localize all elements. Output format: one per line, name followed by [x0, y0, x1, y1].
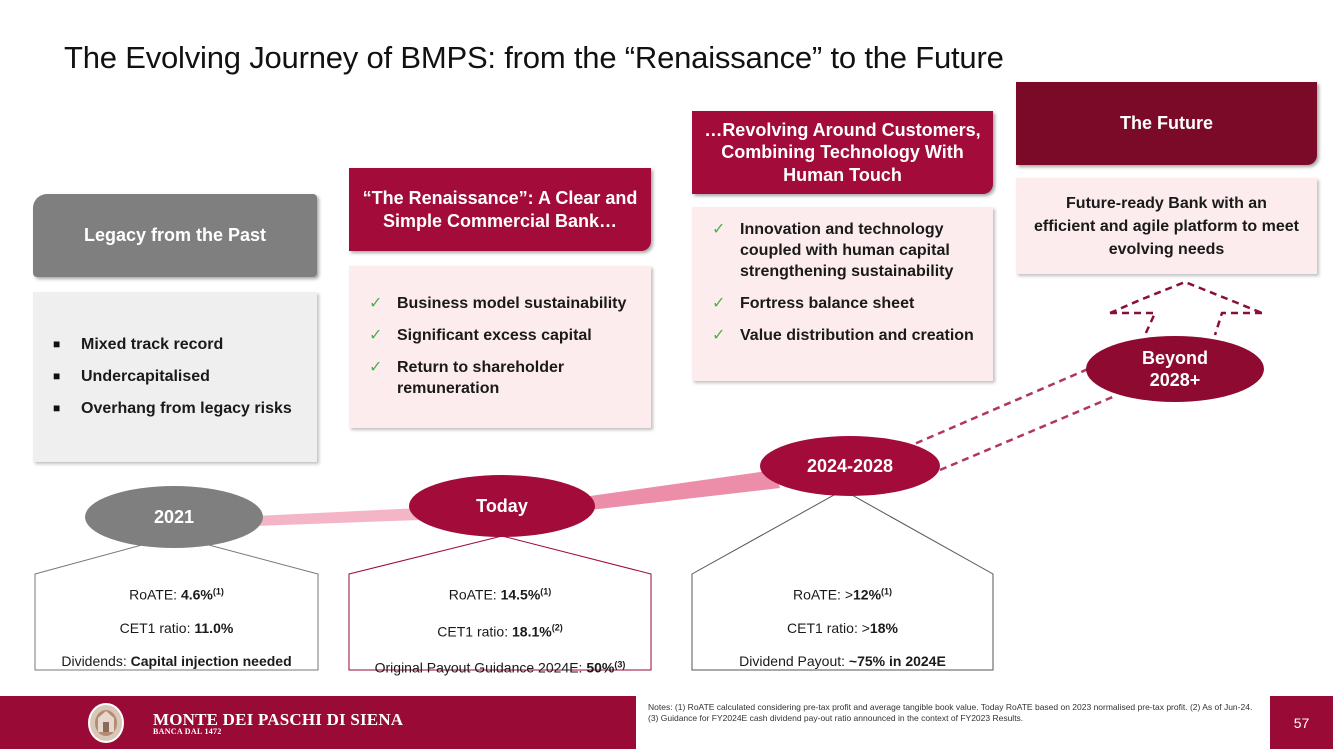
revolving-box: ✓Innovation and technology coupled with …: [692, 207, 993, 381]
metrics-2024-2028: RoATE: >12%(1) CET1 ratio: >18% Dividend…: [692, 582, 993, 670]
future-box: Future-ready Bank with an efficient and …: [1016, 178, 1317, 274]
square-bullet-icon: ■: [53, 337, 61, 351]
renaissance-header: “The Renaissance”: A Clear and Simple Co…: [349, 168, 651, 251]
renaissance-box: ✓Business model sustainability ✓Signific…: [349, 266, 651, 428]
cet1-line: CET1 ratio: 11.0%: [119, 619, 234, 636]
dividend-line: Dividend Payout: ~75% in 2024E: [739, 652, 946, 669]
dividend-line: Original Payout Guidance 2024E: 50%(3): [374, 659, 626, 676]
list-item: ■Overhang from legacy risks: [53, 400, 292, 417]
dashed-connector: [939, 394, 1116, 472]
roate-line: RoATE: >12%(1): [792, 586, 893, 603]
metric-box-outline: [348, 535, 652, 671]
list-item: ✓Fortress balance sheet: [712, 295, 915, 312]
check-icon: ✓: [712, 295, 726, 312]
bank-seal-icon: [88, 703, 124, 743]
metrics-2021: RoATE: 4.6%(1) CET1 ratio: 11.0% Dividen…: [35, 582, 318, 670]
dashed-arrow: [1213, 311, 1262, 336]
roate-line: RoATE: 4.6%(1): [129, 586, 224, 603]
list-item: ✓Innovation and technology coupled with …: [712, 221, 954, 280]
revolving-header: …Revolving Around Customers, Combining T…: [692, 111, 993, 194]
milestone-2024-2028: 2024-2028: [760, 436, 940, 496]
dividend-line: Dividends: Capital injection needed: [61, 652, 292, 669]
cet1-line: CET1 ratio: >18%: [787, 619, 898, 636]
milestone-2021: 2021: [85, 486, 263, 548]
legacy-list: ■Mixed track record ■Undercapitalised ■O…: [41, 334, 309, 419]
legacy-box: ■Mixed track record ■Undercapitalised ■O…: [33, 292, 317, 462]
check-icon: ✓: [369, 295, 383, 312]
page-title: The Evolving Journey of BMPS: from the “…: [64, 40, 1004, 75]
timeline-path-segment: [590, 470, 780, 510]
check-icon: ✓: [712, 221, 726, 238]
dashed-connector: [904, 364, 1096, 450]
metric-box-outline: [691, 489, 994, 671]
footnotes: Notes: (1) RoATE calculated considering …: [648, 702, 1253, 723]
list-item: ■Undercapitalised: [53, 368, 210, 385]
renaissance-list: ✓Business model sustainability ✓Signific…: [357, 293, 643, 399]
list-item: ✓Return to shareholder remuneration: [369, 359, 565, 397]
square-bullet-icon: ■: [53, 401, 61, 415]
metrics-today: RoATE: 14.5%(1) CET1 ratio: 18.1%(2) Ori…: [349, 582, 651, 677]
dashed-arrow: [1110, 311, 1157, 336]
cet1-line: CET1 ratio: 18.1%(2): [437, 622, 563, 640]
check-icon: ✓: [369, 359, 383, 376]
revolving-list: ✓Innovation and technology coupled with …: [700, 219, 985, 346]
milestone-beyond: Beyond 2028+: [1086, 336, 1264, 402]
future-header: The Future: [1016, 82, 1317, 165]
check-icon: ✓: [369, 327, 383, 344]
square-bullet-icon: ■: [53, 369, 61, 383]
brand-subtitle: BANCA DAL 1472: [153, 727, 222, 736]
brand-name: MONTE DEI PASCHI DI SIENA: [153, 710, 404, 729]
timeline-path-segment: [255, 508, 420, 526]
list-item: ✓Business model sustainability: [369, 295, 627, 312]
legacy-header: Legacy from the Past: [33, 194, 317, 277]
list-item: ✓Significant excess capital: [369, 327, 592, 344]
milestone-today: Today: [409, 475, 595, 537]
list-item: ■Mixed track record: [53, 336, 224, 353]
roate-line: RoATE: 14.5%(1): [448, 586, 552, 603]
page-number: 57: [1270, 696, 1333, 749]
check-icon: ✓: [712, 327, 726, 344]
dashed-arrow: [1109, 280, 1263, 315]
list-item: ✓Value distribution and creation: [712, 327, 974, 344]
